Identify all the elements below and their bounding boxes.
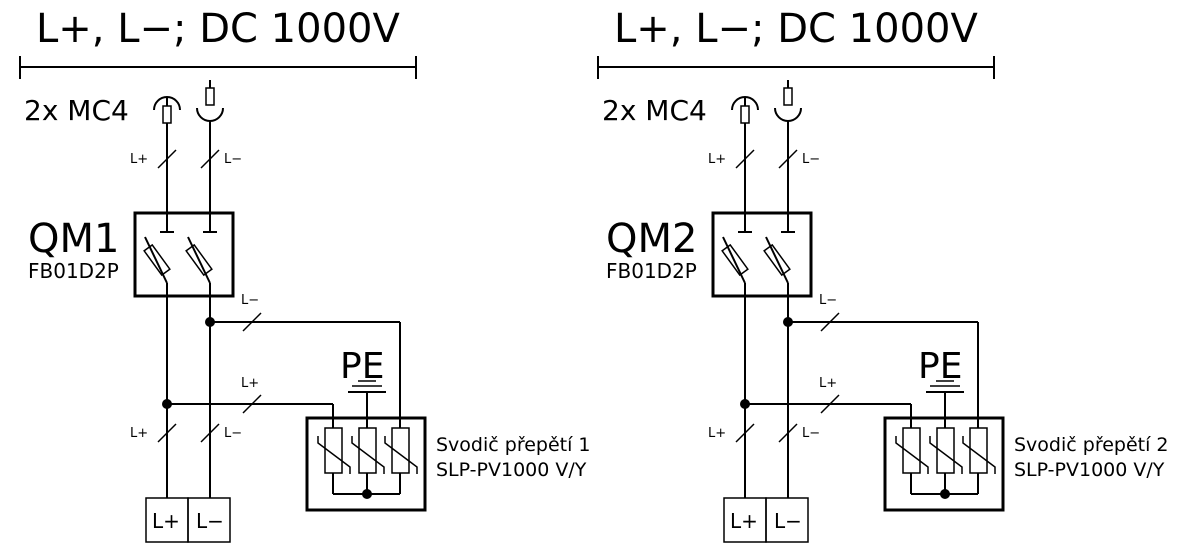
spd-name: Svodič přepětí 2: [1014, 434, 1169, 456]
spd-name: Svodič přepětí 1: [436, 434, 591, 456]
connector-label: 2x MC4: [602, 94, 707, 127]
mc4-connector-minus: [196, 80, 224, 122]
pe-label: PE: [918, 346, 962, 387]
output-minus-label: L−: [224, 426, 242, 441]
bus-bar: [597, 56, 995, 79]
spd-plus-label: L+: [819, 376, 837, 391]
ground-icon: [348, 380, 386, 418]
spd-minus-branch: [783, 312, 979, 418]
spd-model: SLP-PV1000 V/Y: [436, 459, 587, 481]
input-plus-label: L+: [130, 152, 148, 167]
input-wires: [157, 121, 220, 213]
breaker-name: QM2: [606, 216, 697, 262]
terminal-block: [723, 497, 809, 543]
spd-minus-label: L−: [819, 293, 837, 308]
terminal-minus: L−: [196, 509, 224, 533]
pe-label: PE: [340, 346, 384, 387]
input-minus-label: L−: [224, 152, 242, 167]
breaker-qm2: [711, 211, 813, 298]
circuit-section-1: L+, L−; DC 1000V 2x MC4 L+ L− QM1: [19, 6, 591, 543]
bus-bar: [19, 56, 417, 79]
output-minus-label: L−: [802, 426, 820, 441]
bus-label: L+, L−; DC 1000V: [36, 6, 400, 52]
input-wires: [735, 121, 798, 213]
main-wires: [157, 296, 220, 498]
circuit-section-2: L+, L−; DC 1000V 2x MC4 L+ L− QM2 FB01D2…: [597, 6, 1169, 543]
breaker-name: QM1: [28, 216, 119, 262]
main-wires: [735, 296, 798, 498]
breaker-model: FB01D2P: [606, 259, 697, 283]
output-plus-label: L+: [708, 426, 726, 441]
breaker-qm1: [133, 211, 235, 298]
connector-label: 2x MC4: [24, 94, 129, 127]
spd-plus-branch: [162, 394, 334, 418]
spd-minus-label: L−: [241, 293, 259, 308]
spd-minus-branch: [205, 312, 401, 418]
input-minus-label: L−: [802, 152, 820, 167]
surge-protector-1: [305, 416, 427, 512]
terminal-block: [145, 497, 231, 543]
breaker-model: FB01D2P: [28, 259, 119, 283]
terminal-plus: L+: [152, 509, 180, 533]
mc4-connector-minus: [774, 80, 802, 122]
terminal-minus: L−: [774, 509, 802, 533]
ground-icon: [926, 380, 964, 418]
spd-plus-branch: [740, 394, 912, 418]
input-plus-label: L+: [708, 152, 726, 167]
spd-plus-label: L+: [241, 376, 259, 391]
output-plus-label: L+: [130, 426, 148, 441]
bus-label: L+, L−; DC 1000V: [614, 6, 978, 52]
surge-protector-2: [883, 416, 1005, 512]
spd-model: SLP-PV1000 V/Y: [1014, 459, 1165, 481]
terminal-plus: L+: [730, 509, 758, 533]
mc4-connector-plus: [731, 96, 759, 124]
mc4-connector-plus: [153, 96, 181, 124]
